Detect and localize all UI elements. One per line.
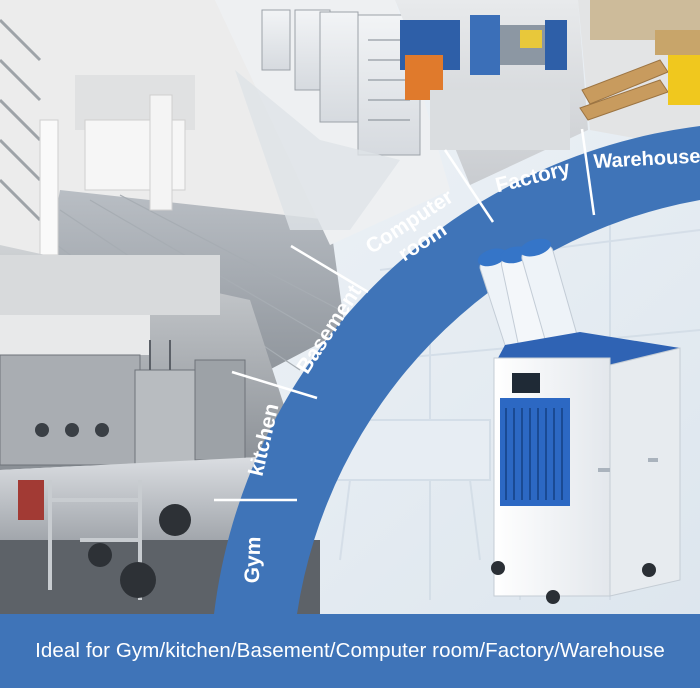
caption-bar: Ideal for Gym/kitchen/Basement/Computer … — [0, 614, 700, 688]
scene-commercial-kitchen — [0, 245, 300, 471]
portable-spot-cooler-image — [477, 238, 681, 604]
application-arc-band — [214, 126, 700, 614]
caption-text: Ideal for Gym/kitchen/Basement/Computer … — [35, 639, 665, 662]
scene-factory-floor — [395, 0, 588, 185]
cooler-air-grille — [500, 398, 570, 506]
scene-warehouse-pallets — [578, 0, 700, 150]
cooler-control-display — [512, 373, 540, 393]
arc-label-gym: Gym — [241, 536, 266, 583]
svg-text:Gym: Gym — [241, 536, 266, 583]
